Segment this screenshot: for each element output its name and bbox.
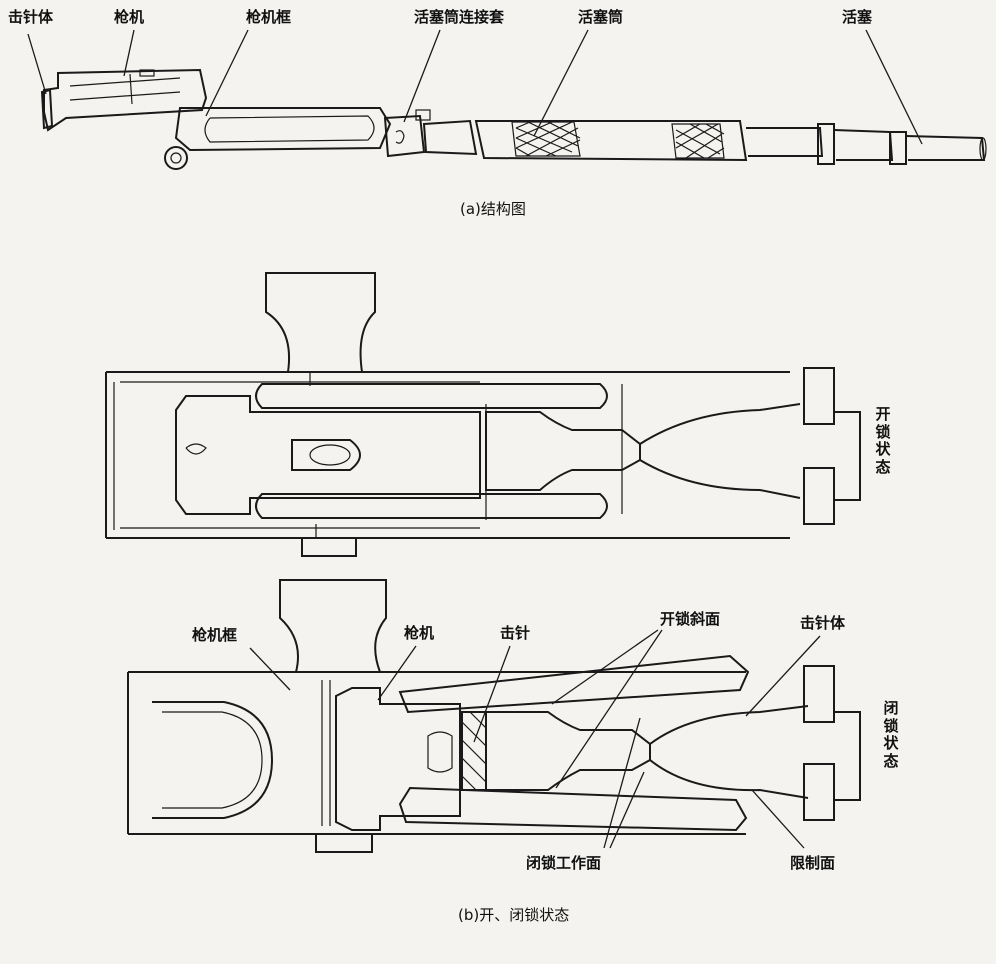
piston-head-collar	[889, 131, 907, 165]
leaders-a	[27, 29, 923, 145]
locked-pin-head	[427, 731, 453, 773]
locked-u-slot	[152, 701, 274, 819]
locked-carrier-core	[486, 711, 651, 791]
unlocked-cam-curves	[639, 403, 801, 499]
firing-pin-head	[40, 88, 54, 130]
unlocked-split-lines	[485, 384, 623, 520]
unlocked-top-block	[265, 272, 376, 373]
unlocked-lower-lug	[255, 493, 608, 519]
label-bolt: 枪机	[114, 8, 145, 26]
piston-ring	[817, 123, 835, 165]
piston-tube-body	[474, 120, 748, 162]
unlocked-pin-slot	[291, 439, 361, 471]
locked-barrel-end	[834, 711, 861, 801]
label-limit-face: 限制面	[790, 854, 836, 872]
unlocked-barrel-end	[834, 411, 861, 501]
locked-pin-hatch	[461, 711, 487, 791]
unlocked-pin-tip	[185, 443, 207, 455]
unlocked-carrier-core	[485, 411, 641, 491]
piston-rod-front	[746, 127, 824, 157]
unlocked-receiver-inner	[113, 381, 480, 530]
cocking-ring-hole	[170, 152, 182, 164]
connector-pin	[415, 109, 431, 121]
label-locked-state: 闭锁状态	[883, 699, 899, 771]
unlocked-lug-bottom	[803, 467, 835, 525]
bolt-carrier-slot	[204, 115, 375, 143]
locked-bolt	[335, 687, 461, 831]
label-bolt-carrier: 枪机框	[246, 8, 292, 26]
label-locked-bolt-carrier: 枪机框	[192, 626, 238, 644]
piston-face	[979, 137, 987, 161]
bolt-slot	[139, 69, 155, 77]
unlocked-pin-oval	[309, 444, 351, 466]
unlocked-lug-top	[803, 367, 835, 425]
knurl-zone-left	[511, 121, 581, 157]
locked-bottom-block	[315, 833, 373, 853]
label-unlock-ramp: 开锁斜面	[660, 610, 721, 628]
locked-lug-bottom	[803, 763, 835, 821]
knurl-zone-right	[671, 123, 725, 159]
caption-b: (b)开、闭锁状态	[458, 906, 570, 924]
label-locked-firing-pin-body: 击针体	[800, 614, 846, 632]
connector-sleeve	[383, 114, 426, 158]
bolt-detail-lines	[69, 73, 181, 105]
connector-key	[395, 130, 405, 144]
leaders-b	[249, 629, 821, 849]
label-firing-pin-body: 击针体	[8, 8, 54, 26]
piston-tube-collar	[422, 119, 478, 156]
unlocked-receiver	[105, 371, 790, 539]
bolt-body-outline	[43, 68, 208, 132]
locked-receiver	[127, 671, 746, 835]
caption-a: (a)结构图	[460, 200, 526, 218]
locked-guide	[321, 680, 331, 826]
structure-drawing	[40, 68, 987, 170]
locked-lug-top	[803, 665, 835, 723]
locked-upper-lug	[398, 654, 750, 714]
label-locked-bolt: 枪机	[404, 624, 435, 642]
piston-head	[905, 135, 986, 161]
locked-top-block	[279, 579, 387, 673]
label-firing-pin: 击针	[500, 624, 531, 642]
label-piston-tube: 活塞筒	[578, 8, 624, 26]
unlocked-upper-lug	[255, 383, 608, 409]
bolt-carrier-arm	[174, 107, 392, 152]
locked-lower-lug	[398, 786, 748, 832]
unlocked-drawing	[105, 272, 861, 557]
label-lock-working-face: 闭锁工作面	[526, 854, 602, 872]
unlocked-bolt	[175, 395, 481, 515]
unlocked-bottom-block	[301, 537, 357, 557]
piston-neck	[833, 129, 894, 161]
locked-cam-curves	[649, 705, 809, 799]
locked-u-slot-inner	[162, 711, 263, 809]
cocking-ring	[164, 146, 188, 170]
locked-drawing	[127, 579, 861, 853]
label-unlocked-state: 开锁状态	[875, 405, 891, 477]
label-piston-tube-connector: 活塞筒连接套	[414, 8, 505, 26]
label-piston: 活塞	[842, 8, 873, 26]
